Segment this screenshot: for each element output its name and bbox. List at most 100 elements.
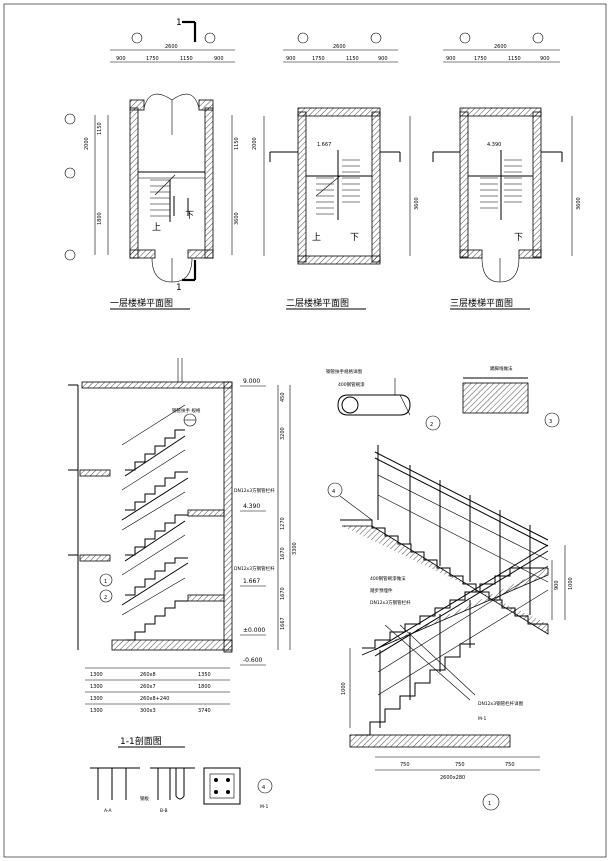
sec-row0-c: 1350 xyxy=(198,672,211,678)
elev-neg0600: -0.600 xyxy=(243,657,263,664)
d4-note: 钢板 xyxy=(140,795,149,802)
d3-note: 踢脚线做法 xyxy=(490,365,513,372)
axis-bubble xyxy=(64,113,76,125)
dim-w1-3: 900 xyxy=(446,56,456,62)
sec-dim-2: 1270 xyxy=(280,517,286,530)
d4-label-bb: B-B xyxy=(160,808,168,814)
d1-dim-1: 750 xyxy=(455,762,465,768)
sec-row0-b: 260x8 xyxy=(140,672,156,678)
sheet-frame xyxy=(3,3,607,858)
d4-label-aa: A-A xyxy=(104,808,113,814)
detail-3-skirting: 踢脚线做法 3 xyxy=(462,365,560,428)
dim-w2-2: 1750 xyxy=(312,56,325,62)
dim-right1: 3600 xyxy=(234,212,240,225)
dim-w1: 900 xyxy=(116,56,126,62)
dim-w4: 900 xyxy=(214,56,224,62)
up-label-2: 上 xyxy=(312,232,321,243)
d2-circle xyxy=(425,415,441,431)
plan-second-floor: 2600 900 1750 1150 900 xyxy=(252,32,420,310)
elev-1667: 1.667 xyxy=(243,578,260,585)
dim-w3: 1150 xyxy=(180,56,193,62)
down-label-2: 下 xyxy=(350,233,359,243)
d1-callout-circle xyxy=(327,482,343,498)
dim-left1: 2000 xyxy=(84,137,90,150)
plan3-title: 三层楼梯平面图 xyxy=(450,297,513,309)
axis-bubble xyxy=(459,32,471,44)
plan-first-floor: 1 2600 900 1750 1150 900 xyxy=(64,18,240,310)
d2-note-1: 400钢管刷漆 xyxy=(338,381,365,388)
sec-dim-0: 450 xyxy=(280,392,286,402)
sec-dim-5: 1667 xyxy=(280,617,286,630)
d1-note-3: DN12x3钢管栏杆详图 xyxy=(478,700,524,707)
sec-dim-4: 1670 xyxy=(280,587,286,600)
elev-9000: 9.000 xyxy=(243,378,260,385)
section-1-1: 钢管扶手 规格 1 2 DN12x3方钢管栏杆 DN12x3方钢管栏杆 9.00… xyxy=(68,358,298,748)
plan2-elev: 1.667 xyxy=(317,142,331,148)
dim-right-3: 3600 xyxy=(576,197,582,210)
dim-right0: 1150 xyxy=(234,137,240,150)
dim-left-2: 2000 xyxy=(252,137,258,150)
d1-height-1: 1000 xyxy=(341,682,347,695)
d1-note-1: 踏步预埋件 xyxy=(370,587,393,594)
section-callout-2: 2 xyxy=(104,595,107,601)
stair-treads xyxy=(150,179,189,222)
dim-overall-2: 2600 xyxy=(333,44,346,50)
d1-note-0: 400钢管刷漆做法 xyxy=(370,575,406,582)
axis-bubble xyxy=(64,249,76,261)
axis-bubble xyxy=(297,32,309,44)
sec-dim-3: 1670 xyxy=(280,547,286,560)
d1-side: M-1 xyxy=(478,716,487,722)
d2-number: 2 xyxy=(430,422,433,428)
detail-4-embeds: A-A B-B 钢板 4 M-1 xyxy=(90,767,273,814)
axis-bubble xyxy=(370,32,382,44)
plan-third-floor: 2600 900 1750 1150 900 xyxy=(432,32,582,310)
d1-circle xyxy=(482,793,500,811)
down-label: 下 xyxy=(185,211,194,221)
d1-number: 1 xyxy=(488,801,491,807)
down-label-3: 下 xyxy=(514,233,523,243)
d1-total: 2600x280 xyxy=(440,775,465,781)
section-mark-label: 1 xyxy=(176,18,182,28)
dim-w2: 1750 xyxy=(146,56,159,62)
section-note-3: DN12x3方钢管栏杆 xyxy=(234,565,275,572)
detail-1-railing: 4 400钢管刷漆做法 踏步预埋件 DN12x3方钢管栏杆 DN12x3钢管栏杆… xyxy=(327,445,574,811)
d2-note-0: 钢管扶手规格详图 xyxy=(326,368,362,375)
d1-height-0: 1000 xyxy=(568,577,574,590)
axis-bubble xyxy=(532,32,544,44)
sec-row1-c: 1800 xyxy=(198,684,211,690)
axis-bubble xyxy=(204,32,216,44)
plan2-title: 二层楼梯平面图 xyxy=(286,297,349,309)
d3-circle xyxy=(544,412,560,428)
detail-2-handrail: 钢管扶手规格详图 400钢管刷漆 2 xyxy=(326,368,441,431)
elev-0000: ±0.000 xyxy=(243,627,265,634)
section-note-1: 钢管扶手 规格 xyxy=(172,407,201,414)
section-mark-label-bottom: 1 xyxy=(176,283,182,293)
d1-height-2: 900 xyxy=(554,580,560,590)
axis-bubble xyxy=(131,32,143,44)
dim-w3-2: 1150 xyxy=(346,56,359,62)
sec-dim-1: 3200 xyxy=(280,427,286,440)
stair-treads-3 xyxy=(480,150,522,220)
section-callout-1: 1 xyxy=(104,579,107,585)
d1-note-2: DN12x3方钢管栏杆 xyxy=(370,599,411,606)
d1-dim-0: 750 xyxy=(400,762,410,768)
sec-row3-a: 1300 xyxy=(90,708,103,714)
sec-row3-c: 3740 xyxy=(198,708,211,714)
dim-left0: 1150 xyxy=(97,122,103,135)
d3-number: 3 xyxy=(549,419,552,425)
dim-right-2: 3600 xyxy=(414,197,420,210)
dim-w2-3: 1750 xyxy=(474,56,487,62)
dim-w3-3: 1150 xyxy=(508,56,521,62)
stair-treads-2 xyxy=(316,150,360,220)
sec-dim-6: 3300 xyxy=(292,542,298,555)
sec-row0-a: 1300 xyxy=(90,672,103,678)
axis-bubble xyxy=(64,167,76,179)
dim-left2: 1800 xyxy=(97,212,103,225)
section-title: 1-1剖面图 xyxy=(120,735,162,747)
plan1-title: 一层楼梯平面图 xyxy=(110,297,173,309)
elevation-marks: 9.000 4.390 1.667 ±0.000 -0.600 xyxy=(240,378,266,666)
sec-row3-b: 300x3 xyxy=(140,708,156,714)
sec-row2-b: 260x8+240 xyxy=(140,696,169,702)
d4-label-m1: M-1 xyxy=(260,804,269,810)
d1-callout: 4 xyxy=(332,489,335,495)
